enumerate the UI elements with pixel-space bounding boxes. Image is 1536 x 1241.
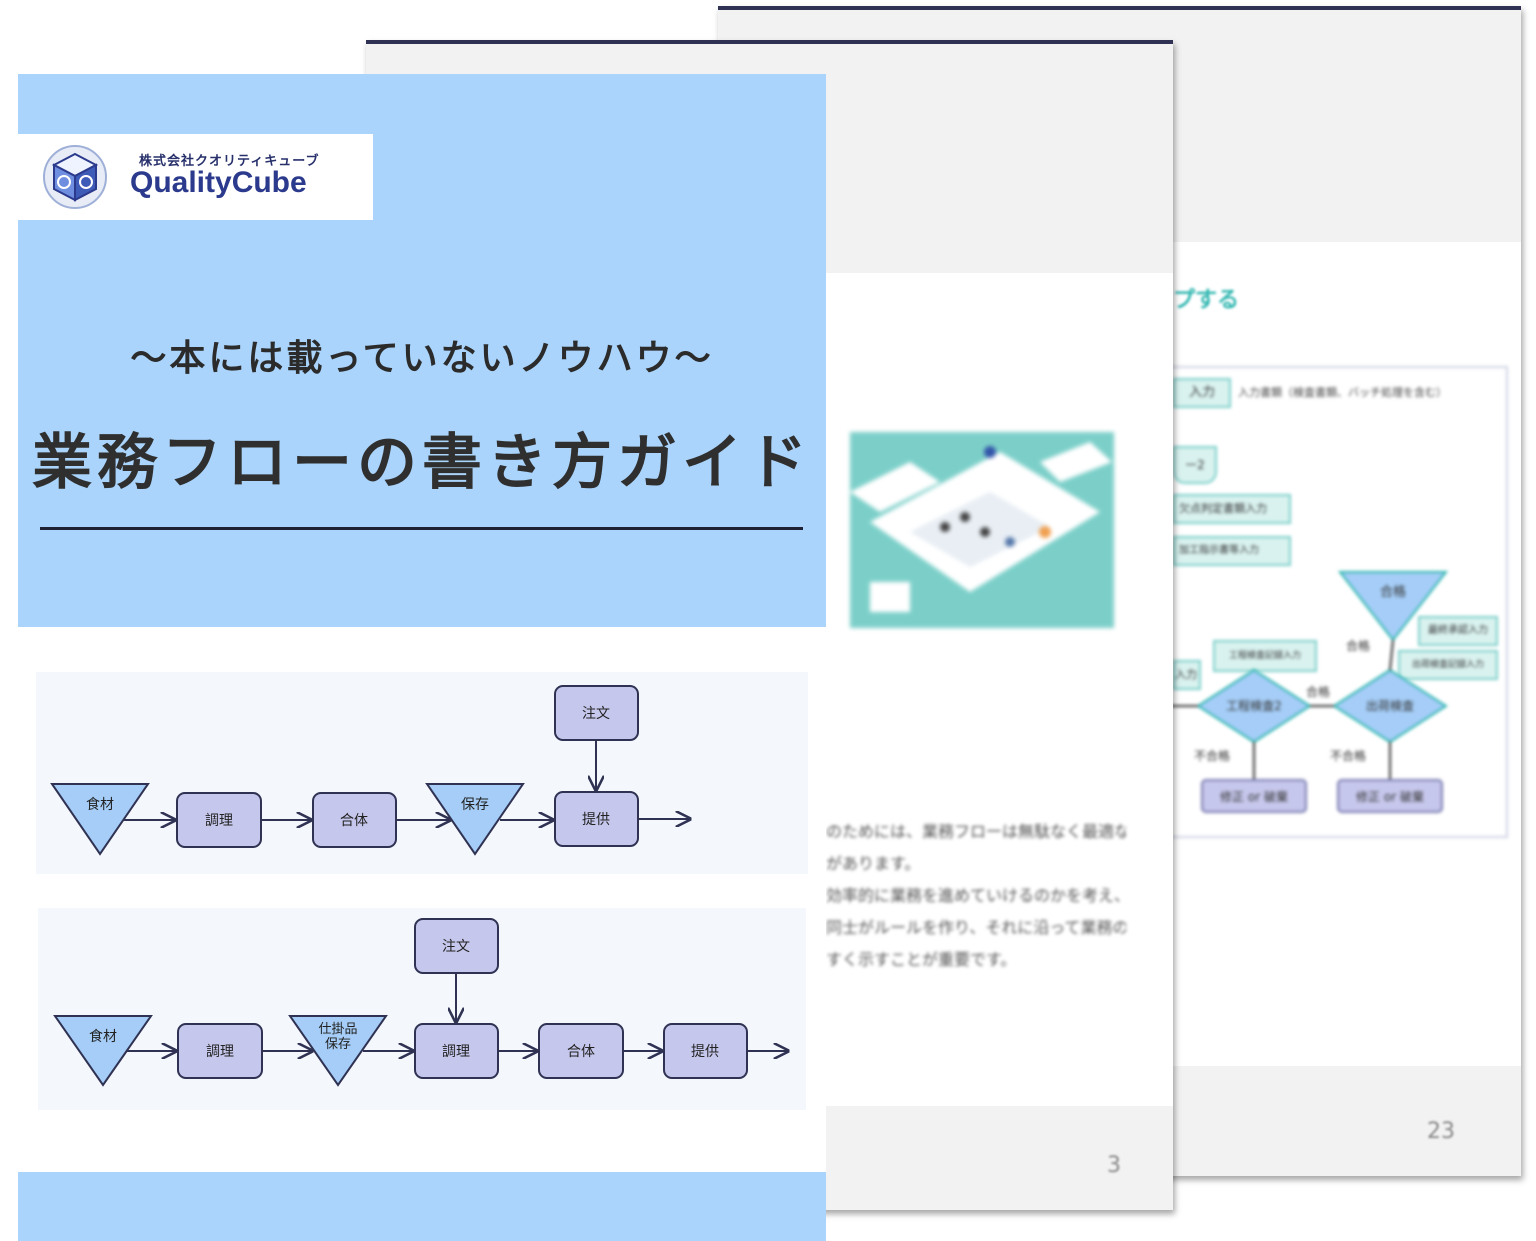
cook-label: 調理 bbox=[442, 1044, 470, 1060]
triangle-label: 合格 bbox=[1380, 584, 1406, 600]
body-line: があります。 bbox=[826, 854, 921, 873]
fail-label: 不合格 bbox=[1330, 748, 1366, 763]
input-box: 入力 bbox=[1173, 378, 1231, 408]
database-shape: ー2 bbox=[1173, 446, 1217, 484]
body-line: 効率的に業務を進めていけるのかを考え、 bbox=[826, 886, 1126, 905]
body-line: 同士がルールを作り、それに沿って業務の bbox=[826, 918, 1126, 937]
input-note: 入力書類（検査書類、バッチ処理を含む） bbox=[1238, 386, 1447, 399]
process-box bbox=[1201, 779, 1307, 813]
process-box: 工程検査記録入力 bbox=[1213, 640, 1317, 672]
process-box: 最終承認入力 bbox=[1418, 616, 1498, 646]
section-heading: プする bbox=[1173, 288, 1240, 313]
process-box bbox=[1337, 779, 1443, 813]
flow-diagram-2-svg: 注文 食材 調理 仕掛品 保存 調理 合体 提供 bbox=[53, 918, 806, 1087]
fail-label: 不合格 bbox=[1194, 748, 1230, 763]
order-label: 注文 bbox=[582, 706, 610, 722]
inspection-triangle bbox=[1337, 571, 1449, 642]
serve-label: 提供 bbox=[582, 812, 610, 828]
process-box: 欠点判定書類入力 bbox=[1173, 494, 1291, 524]
cover-bottom-band bbox=[18, 1172, 826, 1241]
company-kana: 株式会社クオリティキューブ bbox=[139, 154, 320, 169]
redo-label: 修正 or 破棄 bbox=[1220, 789, 1288, 804]
cover-subtitle: ～本には載っていないノウハウ～ bbox=[130, 338, 714, 379]
office-illustration bbox=[850, 432, 1114, 628]
serve-label: 提供 bbox=[691, 1044, 719, 1060]
cook-label: 調理 bbox=[206, 1044, 234, 1060]
body-line: のためには、業務フローは無駄なく最適な bbox=[826, 822, 1126, 841]
store-label: 保存 bbox=[461, 797, 489, 813]
wip-storage-triangle bbox=[288, 1015, 388, 1087]
process-box: 出荷検査記録入力 bbox=[1398, 650, 1498, 680]
ingredients-label: 食材 bbox=[86, 796, 114, 813]
body-text: のためには、業務フローは無駄なく最適な があります。 効率的に業務を進めていける… bbox=[826, 816, 1126, 976]
flow-diagram-1-svg: 注文 食材 調理 合体 保存 提供 bbox=[50, 685, 808, 856]
cook-label: 調理 bbox=[205, 813, 233, 829]
pass-label: 合格 bbox=[1306, 684, 1330, 699]
isometric-office-image bbox=[850, 442, 1112, 612]
flow-diagram-1: 注文 食材 調理 合体 保存 提供 bbox=[36, 672, 808, 874]
combine-label: 合体 bbox=[340, 813, 368, 829]
company-logo: 株式会社クオリティキューブ QualityCube bbox=[18, 134, 373, 220]
diamond-label: 工程検査2 bbox=[1226, 698, 1282, 713]
pass-label: 合格 bbox=[1346, 638, 1370, 653]
process-box: 入力 bbox=[1173, 660, 1201, 690]
company-name: QualityCube bbox=[130, 166, 307, 199]
storage-label: 保存 bbox=[325, 1037, 351, 1052]
process-box: 加工指示書等入力 bbox=[1173, 536, 1291, 566]
page-number: 3 bbox=[1107, 1153, 1121, 1178]
body-line: すく示すことが重要です。 bbox=[826, 950, 1017, 969]
combine-label: 合体 bbox=[567, 1044, 595, 1060]
order-label: 注文 bbox=[442, 939, 470, 955]
page-number: 23 bbox=[1427, 1119, 1455, 1144]
document-cover: 株式会社クオリティキューブ QualityCube ～本には載っていないノウハウ… bbox=[18, 74, 826, 1241]
cube-logo-icon bbox=[43, 145, 107, 209]
flow-diagram-2: 注文 食材 調理 仕掛品 保存 調理 合体 提供 bbox=[38, 908, 806, 1110]
diamond-label: 出荷検査 bbox=[1366, 699, 1414, 713]
wip-label: 仕掛品 bbox=[318, 1022, 357, 1037]
ingredients-label: 食材 bbox=[89, 1028, 117, 1045]
quality-flowchart: 合格 工程検査2 出荷検査 合格 合格 不合格 不合格 修正 or 破棄 修正 … bbox=[1168, 571, 1449, 813]
redo-label: 修正 or 破棄 bbox=[1356, 789, 1424, 804]
cover-title: 業務フローの書き方ガイド bbox=[32, 428, 812, 498]
title-divider bbox=[40, 527, 803, 530]
connector-line bbox=[1389, 639, 1394, 671]
